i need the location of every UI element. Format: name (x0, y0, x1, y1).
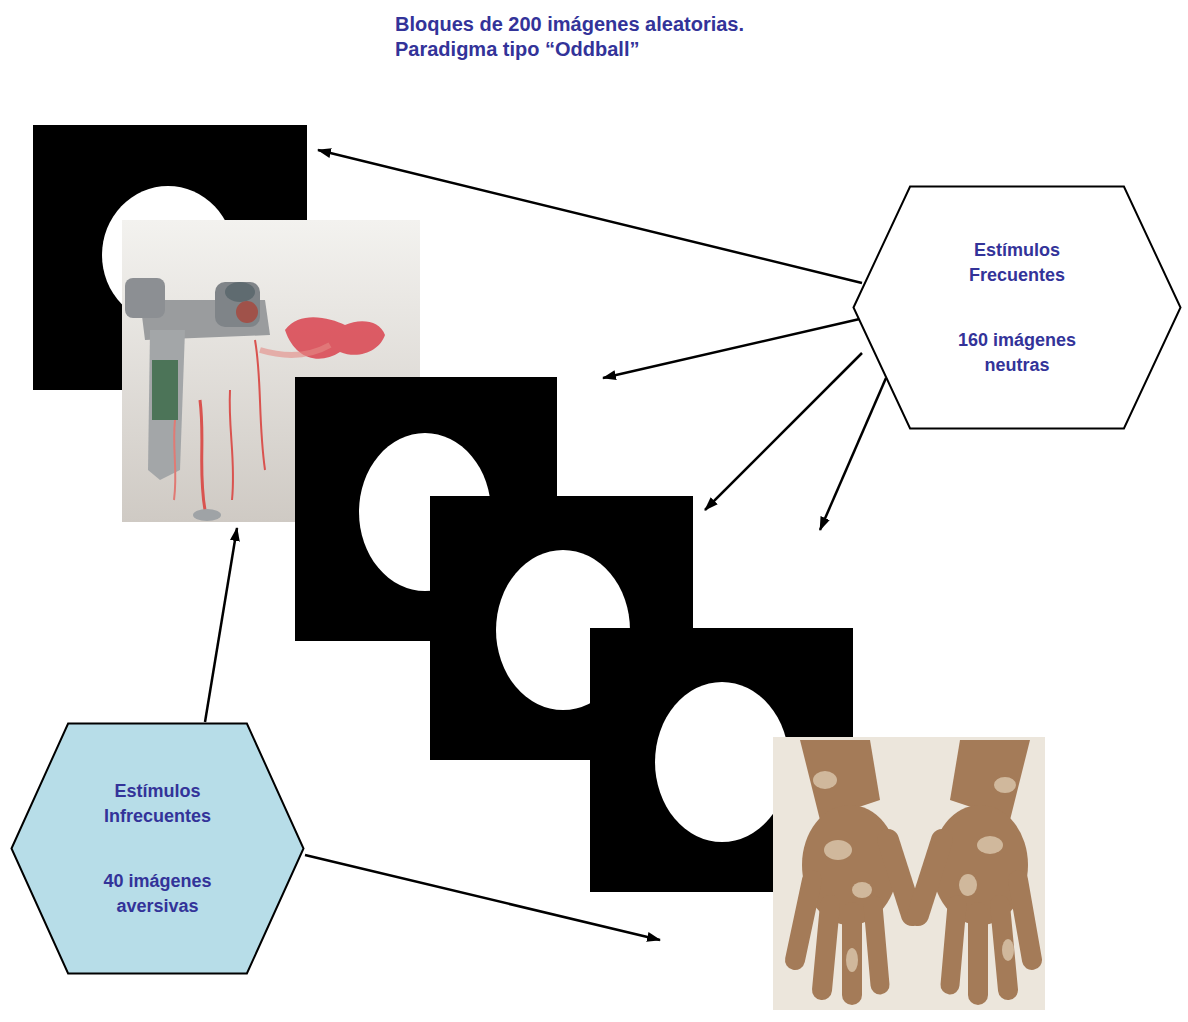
finger (795, 880, 812, 960)
blood-streak (200, 400, 205, 510)
finger (822, 905, 830, 990)
patch (852, 882, 872, 898)
leader-arrow (318, 150, 862, 283)
leader-arrow (205, 528, 237, 722)
patch (959, 874, 977, 896)
faucet-handle (215, 282, 260, 327)
patch (977, 836, 1003, 854)
photo-ground (773, 737, 1045, 1010)
thumb (918, 840, 942, 915)
faucet-knob (225, 282, 255, 302)
faucet-handle (125, 278, 165, 318)
patch (1002, 939, 1014, 961)
aversive-image (773, 737, 1045, 1010)
left-hand (795, 740, 912, 995)
skin-patches (813, 771, 1016, 972)
finger (873, 905, 880, 985)
faucet-stain (236, 301, 258, 323)
leader-arrow (305, 855, 660, 940)
hexagon-outline (852, 185, 1182, 430)
finger (842, 912, 862, 995)
white-circle (655, 682, 789, 842)
node-body: 160 imágenes neutras (942, 328, 1092, 378)
patch (813, 771, 837, 789)
spout-patch (152, 360, 178, 420)
leader-arrow (820, 378, 886, 530)
leader-arrows (205, 150, 886, 940)
blood-streak (174, 420, 175, 500)
hexagon-node: Estímulos Infrecuentes 40 imágenes aversi… (10, 722, 305, 975)
node-heading: Estímulos Infrecuentes (83, 779, 233, 829)
node-heading: Estímulos Frecuentes (942, 238, 1092, 288)
finger (1018, 880, 1032, 960)
blood-streak (255, 340, 265, 470)
blood-smear (260, 345, 330, 355)
hexagon-shape (854, 187, 1181, 429)
leader-arrow (603, 318, 864, 378)
patch (846, 948, 858, 972)
finger (950, 905, 957, 985)
diagram-title: Bloques de 200 imágenes aleatorias. Para… (395, 12, 845, 62)
hexagon-shape (12, 724, 304, 974)
hexagon-node: Estímulos Frecuentes 160 imágenes neutras (852, 185, 1182, 430)
patch (994, 777, 1016, 793)
hexagon-outline (10, 722, 305, 975)
right-hand (918, 740, 1032, 995)
finger (968, 912, 988, 995)
sink-drain (193, 509, 221, 521)
patch (824, 840, 852, 860)
thumb (888, 840, 912, 915)
blood-streak (230, 390, 233, 500)
faucet-spout (148, 330, 185, 480)
node-body: 40 imágenes aversivas (83, 869, 233, 919)
